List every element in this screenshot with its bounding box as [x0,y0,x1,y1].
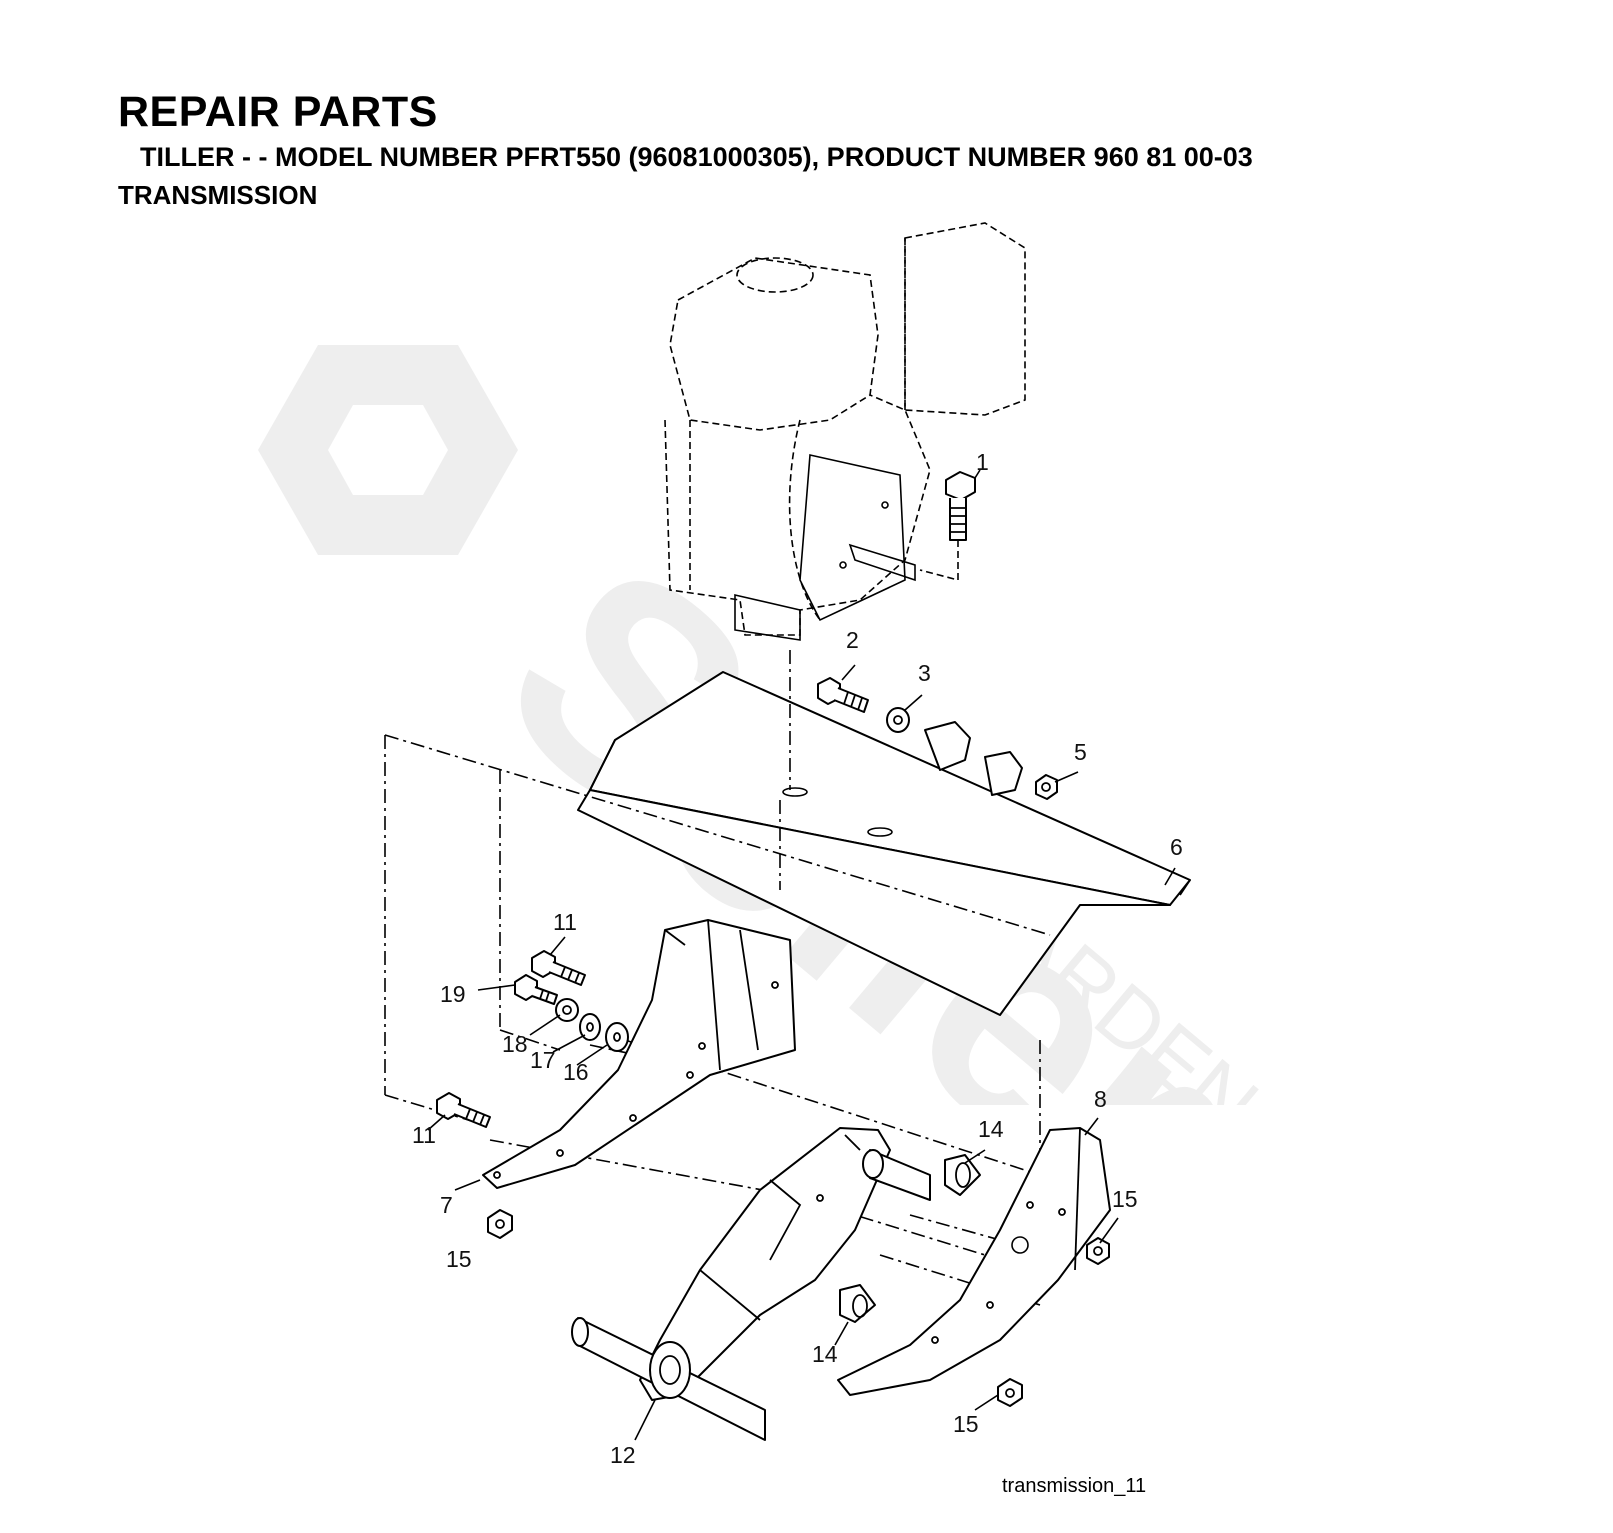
callout-15-left: 15 [446,1246,472,1272]
callout-18: 18 [502,1031,528,1057]
part-12-chain-case [571,1127,931,1441]
part-15-nut-right [1086,1237,1110,1265]
part-14-spacer-lower [839,1284,876,1323]
callout-17: 17 [530,1047,556,1073]
callout-2: 2 [846,627,859,653]
callout-3: 3 [918,660,931,686]
part-16-washer [605,1022,629,1052]
part-8-side-plate [837,1127,1111,1396]
leaf-hexagon-logo-icon [258,345,518,555]
part-11-bolt-lower [436,1092,491,1128]
callout-16: 16 [563,1059,589,1085]
part-11-bolt [531,950,586,986]
part-1-bolt [919,471,976,582]
callout-7: 7 [440,1192,453,1218]
page-title: REPAIR PARTS [118,88,438,136]
callout-14-upper: 14 [978,1116,1004,1142]
callout-8: 8 [1094,1086,1107,1112]
part-6-tine-shield [577,671,1191,1016]
part-18-lockwasher [555,998,579,1022]
figure-id: transmission_11 [1002,1475,1147,1497]
part-3-washer [886,707,910,733]
model-subtitle: TILLER - - MODEL NUMBER PFRT550 (9608100… [140,142,1253,172]
part-17-washer [579,1013,601,1041]
part-19-bolt [514,974,558,1005]
part-14-spacer [944,1154,981,1196]
engine [664,222,1026,641]
callouts: 1 2 3 5 6 11 19 18 17 16 11 7 15 14 8 15… [412,449,1183,1468]
callout-15-right: 15 [1112,1186,1138,1212]
part-15-nut [487,1209,513,1239]
callout-19: 19 [440,981,466,1007]
callout-5: 5 [1074,739,1087,765]
section-title: TRANSMISSION [118,180,318,210]
part-2-bolt [817,677,869,713]
callout-15-bottom: 15 [953,1411,979,1437]
callout-14-lower: 14 [812,1341,838,1367]
callout-11-lower: 11 [412,1122,436,1148]
part-15-nut-bottom [997,1378,1023,1407]
leader-lines [427,469,1176,1441]
callout-1: 1 [976,449,989,475]
callout-12: 12 [610,1442,636,1468]
callout-11-upper: 11 [553,909,577,935]
part-7-side-plate [482,919,796,1189]
callout-6: 6 [1170,834,1183,860]
part-5-nut [1035,774,1058,800]
